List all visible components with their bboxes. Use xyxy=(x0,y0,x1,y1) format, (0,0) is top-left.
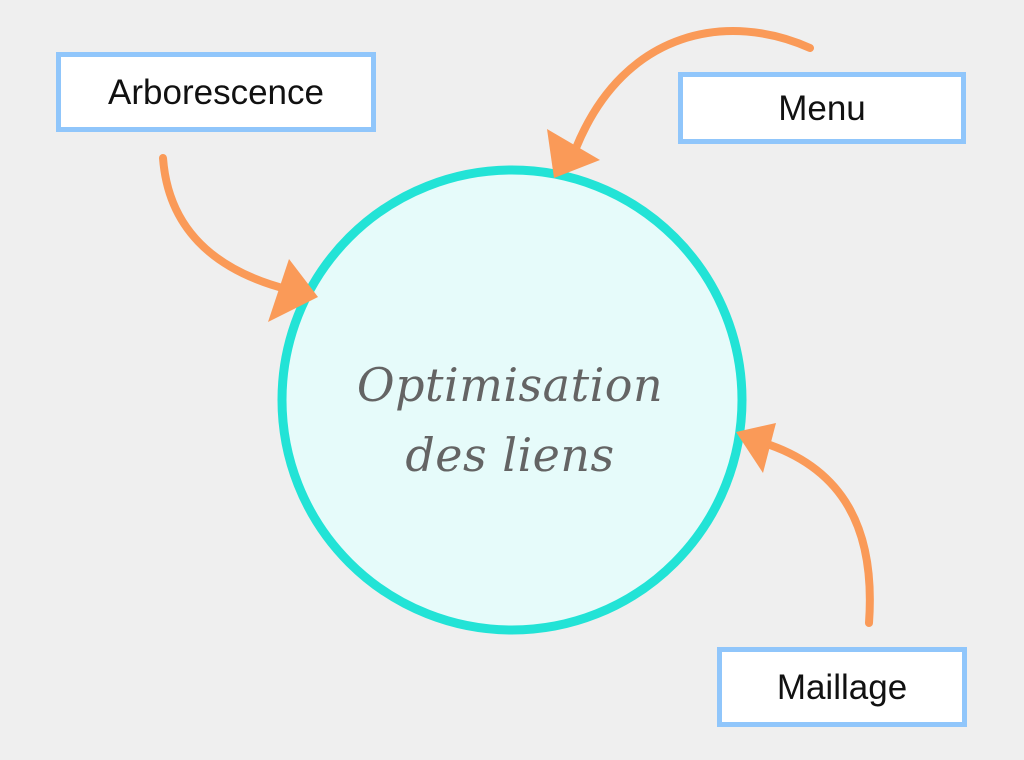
node-menu: Menu xyxy=(678,72,966,144)
node-arborescence: Arborescence xyxy=(56,52,376,132)
arrow-menu-head xyxy=(547,129,600,178)
node-arborescence-label: Arborescence xyxy=(108,72,324,112)
node-maillage: Maillage xyxy=(717,647,967,727)
node-maillage-label: Maillage xyxy=(776,667,908,707)
arrow-menu-curve xyxy=(572,27,814,152)
center-title-line-1: Optimisation xyxy=(356,358,664,412)
arrow-maillage-head xyxy=(736,423,776,473)
arrow-arborescence-curve xyxy=(159,154,294,294)
arrow-maillage-curve xyxy=(766,441,874,627)
node-menu-label: Menu xyxy=(778,88,866,128)
center-title-line-2: des liens xyxy=(405,428,615,482)
center-circle xyxy=(277,165,747,635)
arrow-arborescence-head xyxy=(268,259,318,322)
